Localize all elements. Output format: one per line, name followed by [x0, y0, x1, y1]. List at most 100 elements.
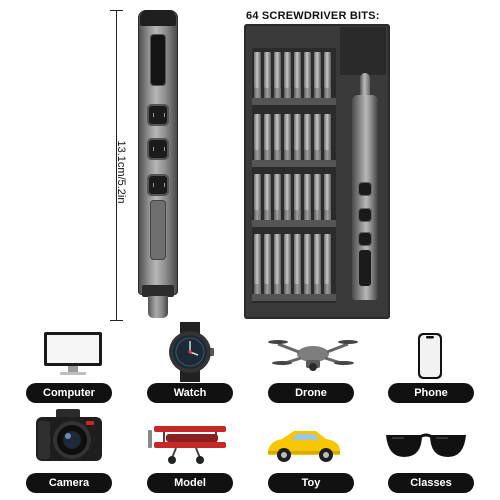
screwdriver-bit	[264, 114, 271, 150]
bit-hex-shank	[264, 88, 271, 98]
device-label-camera: Camera	[26, 473, 112, 493]
dimension-tick-top	[110, 10, 123, 11]
device-label-phone: Phone	[388, 383, 474, 403]
bit-holder-rail	[252, 294, 336, 301]
bit-hex-shank	[254, 88, 261, 98]
sunglasses-icon	[386, 433, 466, 457]
bit-hex-shank	[304, 284, 311, 294]
bit-hex-shank	[284, 150, 291, 160]
screwdriver-bit	[274, 234, 281, 284]
device-label-computer: Computer	[26, 383, 112, 403]
screwdriver-bit	[254, 114, 261, 150]
bit-hex-shank	[284, 88, 291, 98]
bit-hex-shank	[294, 210, 301, 220]
biplane-model-icon	[148, 426, 226, 464]
bit-hex-shank	[324, 284, 331, 294]
device-label-classes: Classes	[388, 473, 474, 493]
bit-hex-shank	[314, 88, 321, 98]
bit-hex-shank	[284, 284, 291, 294]
bit-hex-shank	[264, 150, 271, 160]
screwdriver-bit	[324, 174, 331, 210]
screwdriver-button-icon	[147, 104, 169, 126]
mini-driver-tip	[360, 73, 370, 97]
screwdriver-bit	[274, 114, 281, 150]
screwdriver-bit	[264, 52, 271, 88]
screwdriver-button-icon	[147, 174, 169, 196]
screwdriver-bit	[274, 174, 281, 210]
dimension-line	[116, 10, 117, 320]
computer-monitor-icon	[44, 332, 102, 375]
screwdriver-bit	[264, 174, 271, 210]
screwdriver-bit	[314, 234, 321, 284]
bit-hex-shank	[294, 150, 301, 160]
device-label-drone: Drone	[268, 383, 354, 403]
screwdriver-bit	[254, 52, 261, 88]
screwdriver-bit	[324, 234, 331, 284]
screwdriver-grip-slot	[150, 200, 166, 260]
smart-watch-icon	[169, 322, 214, 382]
screwdriver-button-icon	[147, 138, 169, 160]
bit-holder-rail	[252, 220, 336, 227]
device-label-model: Model	[147, 473, 233, 493]
screwdriver-bit	[304, 52, 311, 88]
bit-holder-rail	[252, 160, 336, 167]
screwdriver-bit	[254, 234, 261, 284]
bit-hex-shank	[264, 284, 271, 294]
screwdriver-collar	[142, 285, 174, 297]
bit-hex-shank	[254, 210, 261, 220]
screwdriver-bit	[294, 52, 301, 88]
bit-hex-shank	[264, 210, 271, 220]
phone-icon	[418, 333, 442, 379]
mini-driver-button-icon	[358, 232, 372, 246]
screwdriver-bit	[314, 114, 321, 150]
drone-icon	[268, 340, 358, 371]
screwdriver-bit	[304, 174, 311, 210]
bit-hex-shank	[314, 284, 321, 294]
bit-hex-shank	[294, 284, 301, 294]
mini-driver-button-icon	[358, 208, 372, 222]
screwdriver-bit	[284, 234, 291, 284]
screwdriver-bit	[314, 52, 321, 88]
bit-hex-shank	[274, 150, 281, 160]
bit-hex-shank	[314, 210, 321, 220]
bit-hex-shank	[254, 150, 261, 160]
screwdriver-bit	[294, 234, 301, 284]
bit-hex-shank	[304, 210, 311, 220]
case-title: 64 SCREWDRIVER BITS:	[246, 10, 380, 22]
screwdriver-bit	[294, 174, 301, 210]
device-label-watch: Watch	[147, 383, 233, 403]
screwdriver-bit	[284, 114, 291, 150]
screwdriver-bit	[264, 234, 271, 284]
bit-hex-shank	[274, 284, 281, 294]
screwdriver-bit	[324, 114, 331, 150]
camera-icon	[36, 409, 102, 461]
mini-driver-window	[359, 250, 371, 286]
screwdriver-bit	[284, 174, 291, 210]
screwdriver-bit	[304, 114, 311, 150]
bit-hex-shank	[314, 150, 321, 160]
screwdriver-bit	[314, 174, 321, 210]
bit-hex-shank	[294, 88, 301, 98]
bit-hex-shank	[274, 88, 281, 98]
bit-hex-shank	[274, 210, 281, 220]
bit-hex-shank	[324, 210, 331, 220]
screwdriver-cap	[140, 10, 176, 26]
dimension-label: 13.1cm/5.2in	[115, 140, 127, 204]
screwdriver-bit	[324, 52, 331, 88]
bit-hex-shank	[324, 88, 331, 98]
bit-hex-shank	[304, 150, 311, 160]
bit-hex-shank	[284, 210, 291, 220]
bit-hex-shank	[254, 284, 261, 294]
device-label-toy: Toy	[268, 473, 354, 493]
dimension-tick-bottom	[110, 320, 123, 321]
bit-hex-shank	[324, 150, 331, 160]
screwdriver-bit	[294, 114, 301, 150]
mini-driver-button-icon	[358, 182, 372, 196]
screwdriver-indicator-window	[150, 34, 166, 86]
screwdriver-bit	[304, 234, 311, 284]
bit-hex-shank	[304, 88, 311, 98]
screwdriver-bit	[284, 52, 291, 88]
bit-holder-rail	[252, 98, 336, 105]
screwdriver-bit	[254, 174, 261, 210]
screwdriver-bit	[274, 52, 281, 88]
